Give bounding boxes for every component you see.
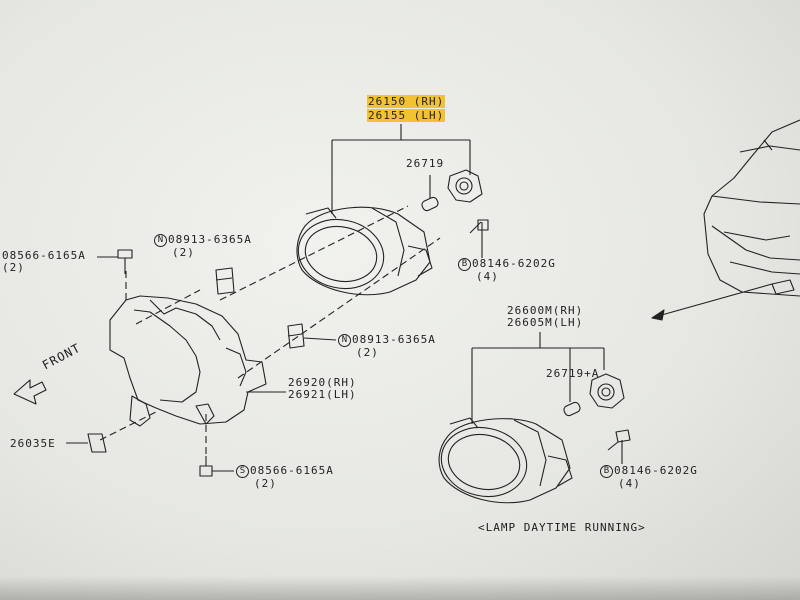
bulb-top: [421, 169, 483, 212]
front-arrow: [13, 379, 47, 405]
screw-bottom: [199, 456, 234, 477]
label-bracket: 26920(RH) 26921(LH): [288, 376, 357, 401]
drl-lamp-housing: [438, 417, 573, 504]
nut-clip-mid: [287, 323, 337, 349]
label-bulb-drl: 26719+A: [546, 367, 600, 380]
clip-part: [66, 433, 107, 453]
fog-lamp-housing: [296, 206, 433, 296]
bolt-top: [469, 219, 489, 258]
label-drl: 26600M(RH) 26605M(LH): [507, 304, 584, 329]
location-arrow: [651, 283, 773, 321]
label-lamp-rh: 26150 (RH): [367, 95, 446, 108]
label-clip: 26035E: [10, 437, 56, 450]
label-lamp-lh: 26155 (LH): [367, 109, 446, 122]
nut-clip-top: [215, 267, 235, 295]
bulb-drl: [563, 373, 625, 417]
car-front-sketch: [703, 119, 800, 297]
assembly-dash-lines: [99, 205, 441, 456]
fog-lamp-bracket: [109, 295, 286, 427]
label-screw-left: 08566-6165A (2): [2, 249, 86, 274]
leader-lamp-assembly: [331, 124, 471, 214]
caption-daytime-running: <LAMP DAYTIME RUNNING>: [478, 521, 646, 534]
label-bulb-top: 26719: [406, 157, 445, 170]
leader-drl-assembly: [471, 332, 605, 424]
screw-left: [97, 249, 133, 274]
bolt-drl: [607, 429, 631, 464]
